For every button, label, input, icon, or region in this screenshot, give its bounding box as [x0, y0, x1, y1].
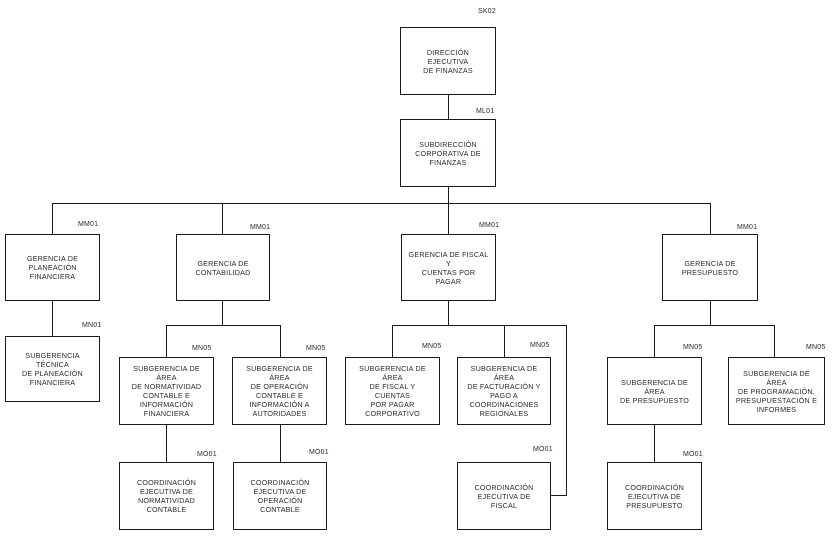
node-title: SUBGERENCIA DE ÁREA DE NORMATIVIDAD CONT… — [131, 364, 202, 418]
node-subgerencia-normatividad[interactable]: SUBGERENCIA DE ÁREA DE NORMATIVIDAD CONT… — [119, 357, 214, 425]
node-title: SUBDIRECCIÓN CORPORATIVA DE FINANZAS — [415, 139, 481, 167]
node-code: MM01 — [479, 222, 500, 229]
node-subgerencia-tecnica-planeacion[interactable]: SUBGERENCIA TÉCNICA DE PLANEACIÓN FINANC… — [5, 336, 100, 402]
node-title: GERENCIA DE PLANEACIÓN FINANCIERA — [26, 254, 79, 281]
node-title: COORDINACIÓN EJECUTIVA DE FISCAL — [474, 482, 534, 510]
node-title: SUBGERENCIA DE ÁREA DE FACTURACIÓN Y PAG… — [467, 364, 541, 418]
node-gerencia-presupuesto[interactable]: GERENCIA DE PRESUPUESTO — [662, 234, 758, 301]
node-title: GERENCIA DE PRESUPUESTO — [681, 258, 739, 277]
node-code: MM01 — [78, 221, 99, 228]
node-code: MO01 — [197, 451, 217, 458]
node-title: COORDINACIÓN EJECUTIVA DE PRESUPUESTO — [624, 482, 685, 510]
node-code: SK02 — [478, 8, 496, 15]
node-coordinacion-presupuesto[interactable]: COORDINACIÓN EJECUTIVA DE PRESUPUESTO — [607, 462, 702, 530]
node-title: SUBGERENCIA DE ÁREA DE FISCAL Y CUENTAS … — [359, 364, 426, 418]
node-gerencia-contabilidad[interactable]: GERENCIA DE CONTABILIDAD — [176, 234, 270, 301]
node-code: MN05 — [306, 345, 326, 352]
node-subgerencia-fiscal[interactable]: SUBGERENCIA DE ÁREA DE FISCAL Y CUENTAS … — [345, 357, 440, 425]
node-coordinacion-fiscal[interactable]: COORDINACIÓN EJECUTIVA DE FISCAL — [457, 462, 551, 530]
connector-line — [222, 203, 223, 234]
connector-line — [710, 301, 711, 326]
node-code: MO01 — [683, 451, 703, 458]
connector-line — [654, 325, 655, 357]
node-gerencia-fiscal[interactable]: GERENCIA DE FISCAL Y CUENTAS POR PAGAR — [401, 234, 496, 301]
connector-line — [504, 325, 505, 357]
connector-line — [280, 425, 281, 462]
node-code: MM01 — [250, 224, 271, 231]
connector-line — [166, 325, 281, 326]
connector-line — [566, 325, 567, 496]
node-title: SUBGERENCIA TÉCNICA DE PLANEACIÓN FINANC… — [22, 351, 83, 387]
connector-line — [448, 203, 449, 234]
node-direccion-ejecutiva-finanzas[interactable]: DIRECCIÓN EJECUTIVA DE FINANZAS — [400, 27, 496, 95]
connector-line — [392, 325, 567, 326]
node-code: ML01 — [476, 108, 495, 115]
connector-line — [52, 301, 53, 336]
connector-line — [448, 301, 449, 326]
node-code: MO01 — [309, 449, 329, 456]
connector-line — [392, 325, 393, 357]
node-code: MM01 — [737, 224, 758, 231]
node-subgerencia-presupuesto[interactable]: SUBGERENCIA DE ÁREA DE PRESUPUESTO — [607, 357, 702, 425]
node-title: COORDINACIÓN EJECUTIVA DE OPERACIÓN CONT… — [250, 478, 310, 514]
node-code: MN05 — [422, 343, 442, 350]
connector-line — [448, 95, 449, 119]
node-coordinacion-normatividad[interactable]: COORDINACIÓN EJECUTIVA DE NORMATIVIDAD C… — [119, 462, 214, 530]
node-subgerencia-programacion[interactable]: SUBGERENCIA DE ÁREA DE PROGRAMACIÓN, PRE… — [728, 357, 825, 425]
connector-line — [774, 325, 775, 357]
node-subgerencia-operacion[interactable]: SUBGERENCIA DE ÁREA DE OPERACIÓN CONTABL… — [232, 357, 327, 425]
connector-line — [222, 301, 223, 326]
connector-line — [52, 203, 53, 234]
node-title: SUBGERENCIA DE ÁREA DE OPERACIÓN CONTABL… — [246, 364, 313, 418]
node-code: MN05 — [192, 345, 212, 352]
node-code: MN05 — [806, 344, 826, 351]
connector-line — [654, 325, 775, 326]
node-title: GERENCIA DE CONTABILIDAD — [195, 258, 251, 277]
node-title: SUBGERENCIA DE ÁREA DE PRESUPUESTO — [620, 377, 689, 405]
connector-line — [52, 203, 711, 204]
node-code: MO01 — [533, 446, 553, 453]
node-subdireccion-corporativa[interactable]: SUBDIRECCIÓN CORPORATIVA DE FINANZAS — [400, 119, 496, 187]
node-title: SUBGERENCIA DE ÁREA DE PROGRAMACIÓN, PRE… — [735, 368, 818, 414]
connector-line — [166, 425, 167, 462]
node-code: MN01 — [82, 322, 102, 329]
connector-line — [654, 425, 655, 462]
node-coordinacion-operacion[interactable]: COORDINACIÓN EJECUTIVA DE OPERACIÓN CONT… — [233, 462, 327, 530]
node-title: GERENCIA DE FISCAL Y CUENTAS POR PAGAR — [408, 249, 489, 286]
node-title: COORDINACIÓN EJECUTIVA DE NORMATIVIDAD C… — [136, 478, 197, 514]
connector-line — [710, 203, 711, 234]
node-gerencia-planeacion[interactable]: GERENCIA DE PLANEACIÓN FINANCIERA — [5, 234, 100, 301]
connector-line — [166, 325, 167, 357]
node-code: MN05 — [530, 342, 550, 349]
connector-line — [280, 325, 281, 357]
connector-line — [448, 187, 449, 203]
node-title: DIRECCIÓN EJECUTIVA DE FINANZAS — [423, 47, 473, 75]
connector-line — [551, 495, 567, 496]
node-subgerencia-facturacion[interactable]: SUBGERENCIA DE ÁREA DE FACTURACIÓN Y PAG… — [457, 357, 551, 425]
node-code: MN05 — [683, 344, 703, 351]
